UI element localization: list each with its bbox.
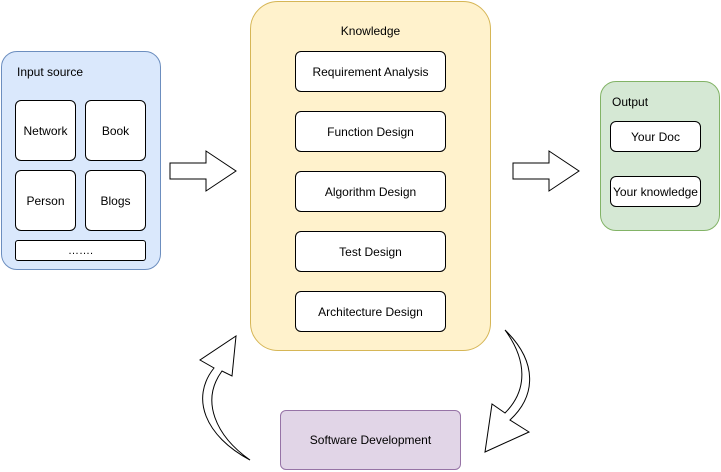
knowledge-title: Knowledge [340,24,401,38]
node-blogs: Blogs [85,170,146,231]
node-requirement-analysis: Requirement Analysis [295,51,446,92]
input-source-group: Input source Network Book Person Blogs …… [1,51,161,270]
arrow-input-to-knowledge [169,150,237,192]
output-group: Output Your Doc Your knowledge [600,81,720,231]
node-function-design: Function Design [295,111,446,152]
knowledge-group: Knowledge Requirement Analysis Function … [250,1,491,351]
node-more: ……. [15,240,146,261]
node-your-knowledge: Your knowledge [610,176,701,207]
node-person: Person [15,170,76,231]
node-test-design: Test Design [295,231,446,272]
node-network: Network [15,100,76,161]
node-book: Book [85,100,146,161]
node-algorithm-design: Algorithm Design [295,171,446,212]
software-development-node: Software Development [280,410,461,470]
node-your-doc: Your Doc [610,121,701,152]
input-source-title: Input source [17,65,84,79]
node-architecture-design: Architecture Design [295,291,446,332]
arrow-software-to-knowledge [199,334,251,461]
arrow-knowledge-to-software [484,329,531,453]
output-title: Output [612,95,649,109]
arrow-knowledge-to-output [512,150,580,192]
